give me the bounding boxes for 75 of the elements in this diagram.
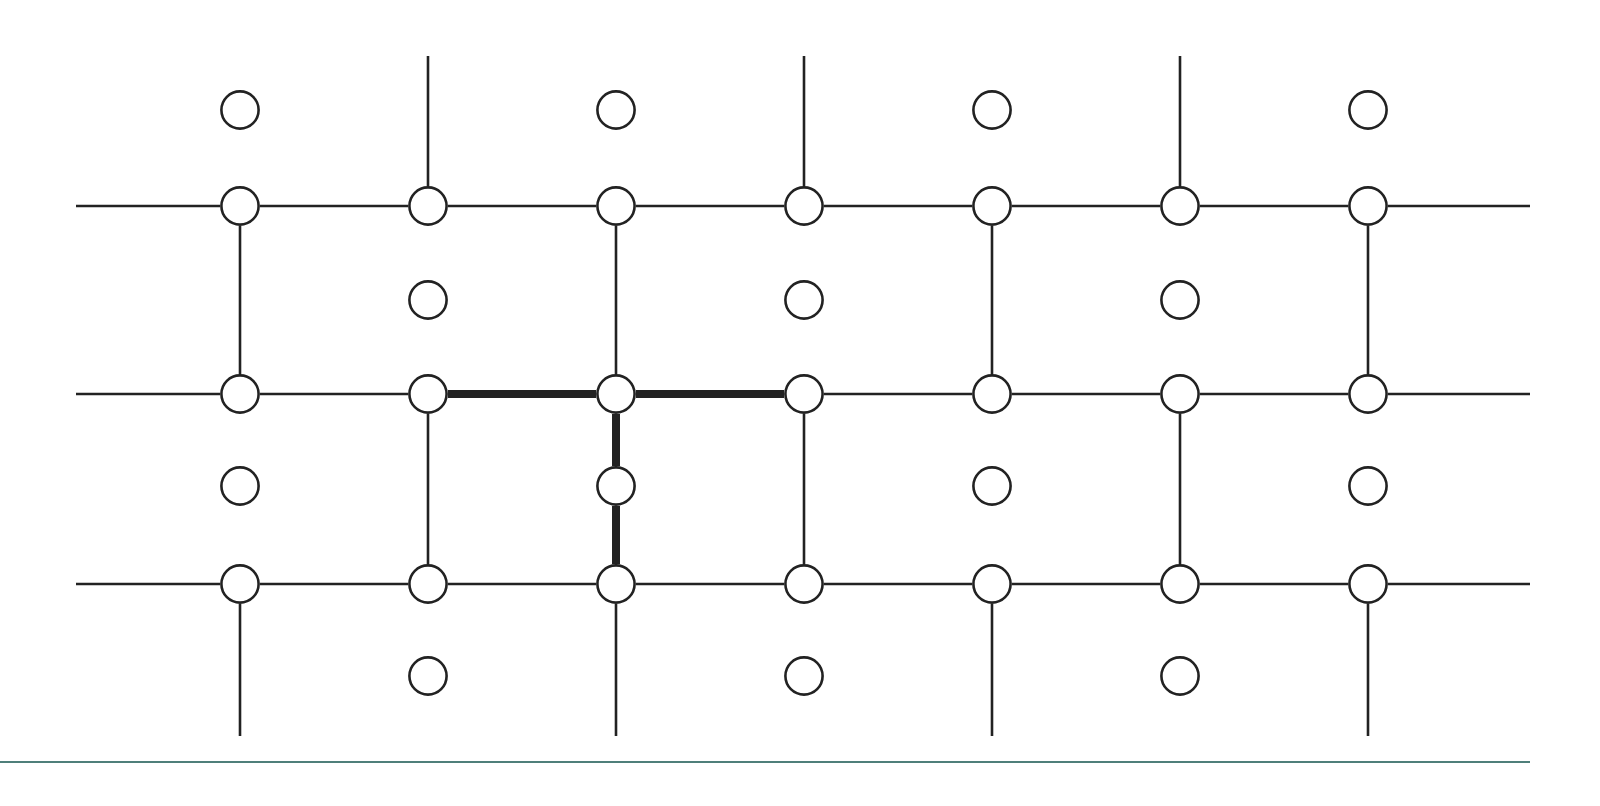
circle-node bbox=[972, 564, 1012, 604]
circle-node bbox=[408, 656, 448, 696]
connector-line bbox=[990, 226, 994, 374]
connector-line bbox=[824, 204, 972, 208]
connector-line bbox=[260, 204, 408, 208]
circle-node bbox=[1348, 564, 1388, 604]
connector-line bbox=[1388, 392, 1530, 396]
circle-node bbox=[408, 374, 448, 414]
circle-node bbox=[596, 90, 636, 130]
thick-line bbox=[612, 414, 620, 466]
circle-node bbox=[1160, 656, 1200, 696]
connector-line bbox=[76, 392, 220, 396]
circle-node bbox=[220, 374, 260, 414]
circle-node bbox=[596, 186, 636, 226]
circle-node bbox=[596, 466, 636, 506]
connector-line bbox=[1366, 226, 1370, 374]
connector-line bbox=[238, 226, 242, 374]
connector-line bbox=[1012, 582, 1160, 586]
circle-node bbox=[1348, 90, 1388, 130]
circle-node bbox=[972, 186, 1012, 226]
circle-node bbox=[784, 374, 824, 414]
circle-node bbox=[784, 186, 824, 226]
thick-line bbox=[636, 390, 784, 398]
connector-line bbox=[1012, 392, 1160, 396]
circle-node bbox=[1348, 466, 1388, 506]
circle-node bbox=[1160, 374, 1200, 414]
connector-line bbox=[1178, 414, 1182, 564]
connector-line bbox=[614, 604, 618, 736]
connector-line bbox=[238, 604, 242, 736]
connector-line bbox=[1388, 204, 1530, 208]
circle-node bbox=[408, 186, 448, 226]
connector-line bbox=[448, 582, 596, 586]
connector-line bbox=[76, 204, 220, 208]
connector-line bbox=[1200, 392, 1348, 396]
thick-line bbox=[612, 506, 620, 564]
circle-node bbox=[220, 564, 260, 604]
connector-line bbox=[824, 392, 972, 396]
circle-node bbox=[972, 374, 1012, 414]
connector-line bbox=[1366, 604, 1370, 736]
connector-line bbox=[990, 604, 994, 736]
circle-node bbox=[1160, 186, 1200, 226]
circle-node bbox=[220, 186, 260, 226]
connector-line bbox=[260, 392, 408, 396]
connector-line bbox=[802, 56, 806, 186]
circle-node bbox=[784, 280, 824, 320]
circle-node bbox=[1160, 280, 1200, 320]
connector-line bbox=[1178, 56, 1182, 186]
circle-node bbox=[408, 280, 448, 320]
connector-line bbox=[614, 226, 618, 374]
circle-node bbox=[1348, 186, 1388, 226]
circle-node bbox=[972, 466, 1012, 506]
thick-line bbox=[448, 390, 596, 398]
circle-node bbox=[220, 466, 260, 506]
connector-line bbox=[802, 414, 806, 564]
connector-line bbox=[636, 204, 784, 208]
circle-node bbox=[1160, 564, 1200, 604]
circle-node bbox=[408, 564, 448, 604]
connector-line bbox=[426, 56, 430, 186]
connector-line bbox=[636, 582, 784, 586]
connector-line bbox=[1200, 204, 1348, 208]
connector-line bbox=[426, 414, 430, 564]
connector-line bbox=[1012, 204, 1160, 208]
circle-node bbox=[784, 564, 824, 604]
circle-node bbox=[972, 90, 1012, 130]
connector-line bbox=[1200, 582, 1348, 586]
circle-node bbox=[220, 90, 260, 130]
connector-line bbox=[76, 582, 220, 586]
connector-line bbox=[260, 582, 408, 586]
connector-line bbox=[448, 204, 596, 208]
circle-node bbox=[784, 656, 824, 696]
circle-node bbox=[1348, 374, 1388, 414]
circle-node bbox=[596, 564, 636, 604]
connector-line bbox=[1388, 582, 1530, 586]
connector-line bbox=[824, 582, 972, 586]
circle-node bbox=[596, 374, 636, 414]
